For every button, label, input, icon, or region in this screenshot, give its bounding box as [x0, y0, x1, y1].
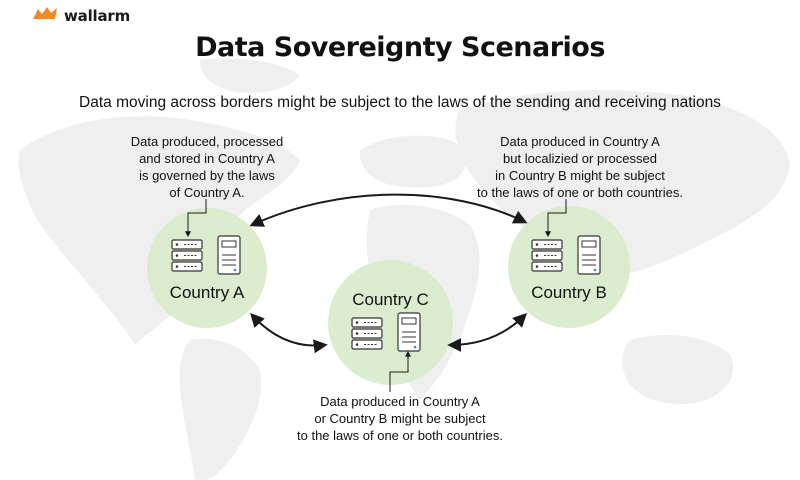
server-tower-icon: [217, 235, 241, 275]
arrow-a-b: [249, 193, 528, 227]
brand-name: wallarm: [64, 6, 131, 25]
arrow-a-c: [250, 312, 328, 354]
country-a-circle: [147, 208, 267, 328]
country-b-note: Data produced in Country A but localizie…: [477, 134, 683, 200]
page-title: Data Sovereignty Scenarios: [195, 32, 605, 63]
server-tower-icon: [397, 312, 421, 352]
server-rack-icon: [531, 239, 563, 272]
country-b-circle: [508, 206, 630, 328]
pointer-arrow-a: [185, 199, 207, 238]
server-rack-icon: [171, 239, 203, 272]
wallarm-logo-icon: [32, 6, 58, 25]
country-a-label: Country A: [169, 283, 245, 302]
country-c-note: Data produced in Country A or Country B …: [297, 394, 503, 443]
pointer-arrow-c: [389, 350, 411, 392]
country-a-note: Data produced, processed and stored in C…: [130, 134, 284, 200]
pointer-arrow-b: [545, 199, 567, 238]
server-tower-icon: [577, 235, 601, 275]
country-c-label: Country C: [352, 290, 429, 309]
country-b-label: Country B: [531, 283, 607, 302]
server-rack-icon: [351, 317, 383, 350]
arrow-c-b: [447, 313, 527, 352]
page-subtitle: Data moving across borders might be subj…: [79, 94, 721, 111]
brand-logo[interactable]: wallarm: [32, 6, 130, 25]
country-c-circle: [328, 260, 453, 385]
